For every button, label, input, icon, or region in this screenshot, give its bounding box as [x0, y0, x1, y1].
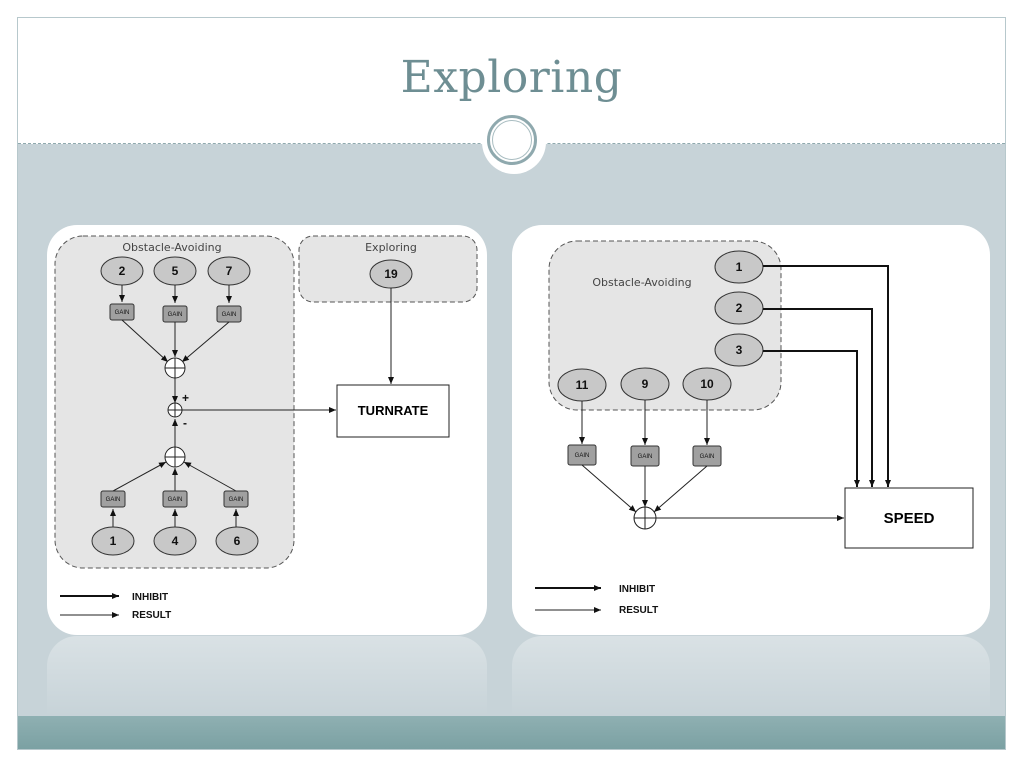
left-top-gain-1-label: GAIN	[115, 310, 130, 316]
left-bottom-gain-1	[100, 490, 126, 508]
right-inhibit-node-2-label: 2	[736, 301, 743, 315]
right-inhibit-node-3-label: 3	[736, 343, 743, 357]
left-legend-result: RESULT	[132, 610, 171, 621]
left-top-node-2-label: 5	[172, 264, 179, 278]
right-inhibit-node-1-label: 1	[736, 260, 743, 274]
left-group-label: Obstacle-Avoiding	[122, 241, 221, 254]
ornament-inner-ring	[492, 120, 532, 160]
right-gain-1-label: GAIN	[575, 453, 590, 459]
speed-label: SPEED	[884, 510, 935, 527]
left-bottom-gain-1-label: GAIN	[106, 497, 121, 503]
left-bottom-node-3-label: 6	[234, 534, 241, 548]
left-bottom-gain-to-sum-3	[183, 461, 237, 492]
right-gain-to-sum-1	[581, 464, 637, 513]
right-result-node-3-label: 10	[700, 377, 714, 391]
left-bottom-gain-3	[223, 490, 249, 508]
left-legend-inhibit: INHIBIT	[132, 592, 168, 603]
left-bottom-node-2	[153, 526, 197, 556]
left-panel-reflection	[47, 636, 487, 716]
left-bottom-gain-to-sum-1	[112, 461, 167, 492]
speed-box	[844, 487, 974, 549]
exploring-group-label: Exploring	[365, 241, 417, 254]
left-top-gain-3-label: GAIN	[222, 312, 237, 318]
right-gain-3-label: GAIN	[700, 454, 715, 460]
right-group-label: Obstacle-Avoiding	[592, 276, 691, 289]
bottom-band	[18, 716, 1005, 749]
right-inhibit-line-3	[763, 350, 860, 487]
left-top-gain-2-label: GAIN	[168, 312, 183, 318]
right-gain-2-label: GAIN	[638, 454, 653, 460]
left-bottom-node-1-label: 1	[110, 534, 117, 548]
turnrate-box	[336, 384, 450, 438]
left-top-node-3-label: 7	[226, 264, 233, 278]
left-top-gain-to-sum-3	[181, 321, 230, 363]
right-legend-inhibit: INHIBIT	[619, 584, 655, 595]
turnrate-label: TURNRATE	[358, 403, 429, 418]
left-bottom-node-2-label: 4	[172, 534, 179, 548]
plus-sign: +	[182, 391, 189, 405]
ornament-ring	[487, 115, 537, 165]
left-bottom-node-3	[215, 526, 259, 556]
right-inhibit-line-1	[763, 265, 891, 487]
right-result-node-2-label: 9	[642, 377, 649, 391]
right-legend-result: RESULT	[619, 605, 658, 616]
left-bottom-gain-3-label: GAIN	[229, 497, 244, 503]
left-top-node-1-label: 2	[119, 264, 126, 278]
right-result-node-1-label: 11	[576, 378, 589, 392]
exploring-node-label: 19	[384, 267, 398, 281]
left-bottom-gain-2	[162, 490, 188, 508]
slide-title: Exploring	[400, 52, 623, 103]
right-obstacle-group	[548, 240, 782, 411]
left-bottom-node-1	[91, 526, 135, 556]
right-inhibit-line-2	[763, 308, 875, 487]
left-bottom-gain-2-label: GAIN	[168, 497, 183, 503]
right-gain-to-sum-3	[653, 465, 708, 513]
left-top-gain-to-sum-1	[121, 319, 169, 363]
right-panel-reflection	[512, 636, 990, 716]
minus-sign: -	[183, 416, 187, 430]
